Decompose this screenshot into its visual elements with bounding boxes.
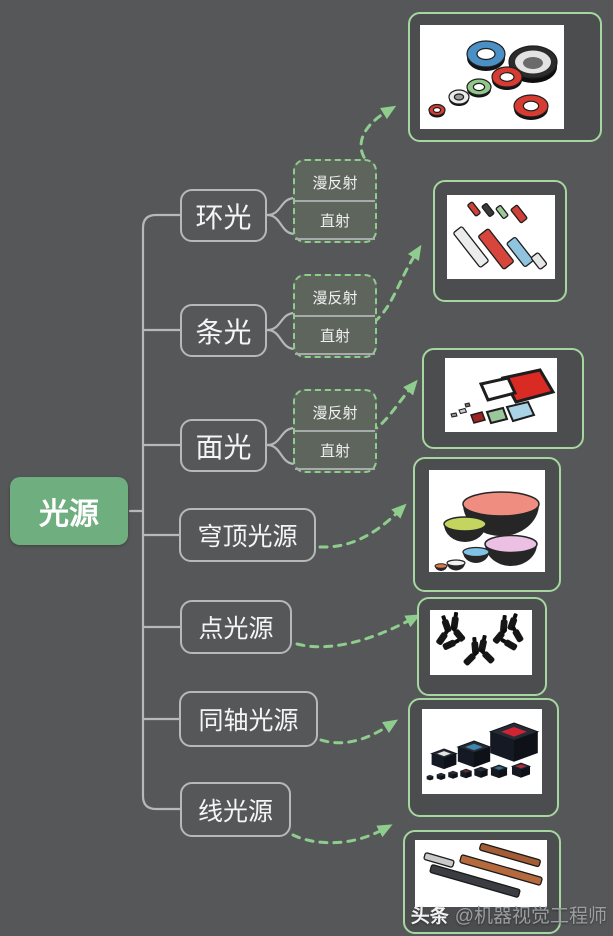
line-lights-photo: [415, 840, 547, 907]
subnode-direct[interactable]: 直射: [295, 317, 375, 355]
node-label: 面光: [195, 431, 252, 463]
subnode-direct[interactable]: 直射: [295, 432, 375, 470]
subnode-diffuse[interactable]: 漫反射: [295, 394, 375, 432]
point-lights-photo: [430, 610, 532, 675]
node-ring-light[interactable]: 环光: [180, 189, 267, 242]
panel-coaxial-lights[interactable]: [408, 698, 559, 817]
arrow-to-coaxial-lights: [319, 719, 399, 745]
panel-point-lights[interactable]: [417, 597, 547, 696]
panel-bar-lights[interactable]: [433, 180, 567, 302]
tree-connector: [265, 213, 297, 236]
watermark-handle: @机器视觉工程师: [454, 906, 607, 927]
tree-connector: [265, 311, 297, 332]
tree-connector: [265, 426, 297, 447]
tree-connector: [265, 443, 297, 466]
panel-area-lights[interactable]: [422, 348, 584, 449]
area-lights-photo: [445, 358, 557, 432]
root-node-light-source[interactable]: 光源: [10, 477, 128, 545]
subgroup-bar-light: 漫反射 直射: [293, 274, 377, 358]
node-point-light[interactable]: 点光源: [180, 600, 292, 654]
node-label: 条光: [195, 316, 252, 348]
tree-connector: [141, 213, 182, 811]
node-label: 环光: [195, 201, 252, 233]
node-line-light[interactable]: 线光源: [180, 782, 291, 837]
node-label: 点光源: [198, 615, 274, 643]
arrow-to-dome-lights: [318, 503, 407, 549]
panel-ring-lights[interactable]: [408, 12, 602, 142]
tree-connector: [265, 196, 297, 217]
node-bar-light[interactable]: 条光: [180, 304, 267, 357]
node-coaxial-light[interactable]: 同轴光源: [179, 691, 318, 747]
node-label: 穹顶光源: [197, 523, 298, 551]
node-dome-light[interactable]: 穹顶光源: [179, 508, 316, 562]
subnode-direct[interactable]: 直射: [295, 202, 375, 240]
subnode-diffuse[interactable]: 漫反射: [295, 164, 375, 202]
ring-lights-photo: [420, 25, 564, 129]
subgroup-area-light: 漫反射 直射: [293, 389, 377, 473]
tree-connector: [265, 328, 297, 351]
coaxial-lights-photo: [422, 709, 542, 794]
panel-line-lights[interactable]: [403, 830, 561, 934]
bar-lights-photo: [447, 195, 555, 279]
subnode-diffuse[interactable]: 漫反射: [295, 279, 375, 317]
arrow-to-line-lights: [291, 824, 393, 845]
panel-dome-lights[interactable]: [413, 457, 561, 592]
watermark: 头条@机器视觉工程师: [411, 901, 607, 928]
watermark-brand: 头条: [410, 906, 449, 927]
subgroup-ring-light: 漫反射 直射: [293, 159, 377, 243]
node-area-light[interactable]: 面光: [180, 419, 267, 472]
dome-lights-photo: [429, 470, 545, 572]
arrow-to-point-lights: [295, 614, 421, 649]
root-label: 光源: [39, 498, 99, 531]
node-label: 同轴光源: [198, 707, 299, 735]
node-label: 线光源: [197, 797, 273, 826]
arrow-to-bar-lights: [372, 244, 422, 324]
